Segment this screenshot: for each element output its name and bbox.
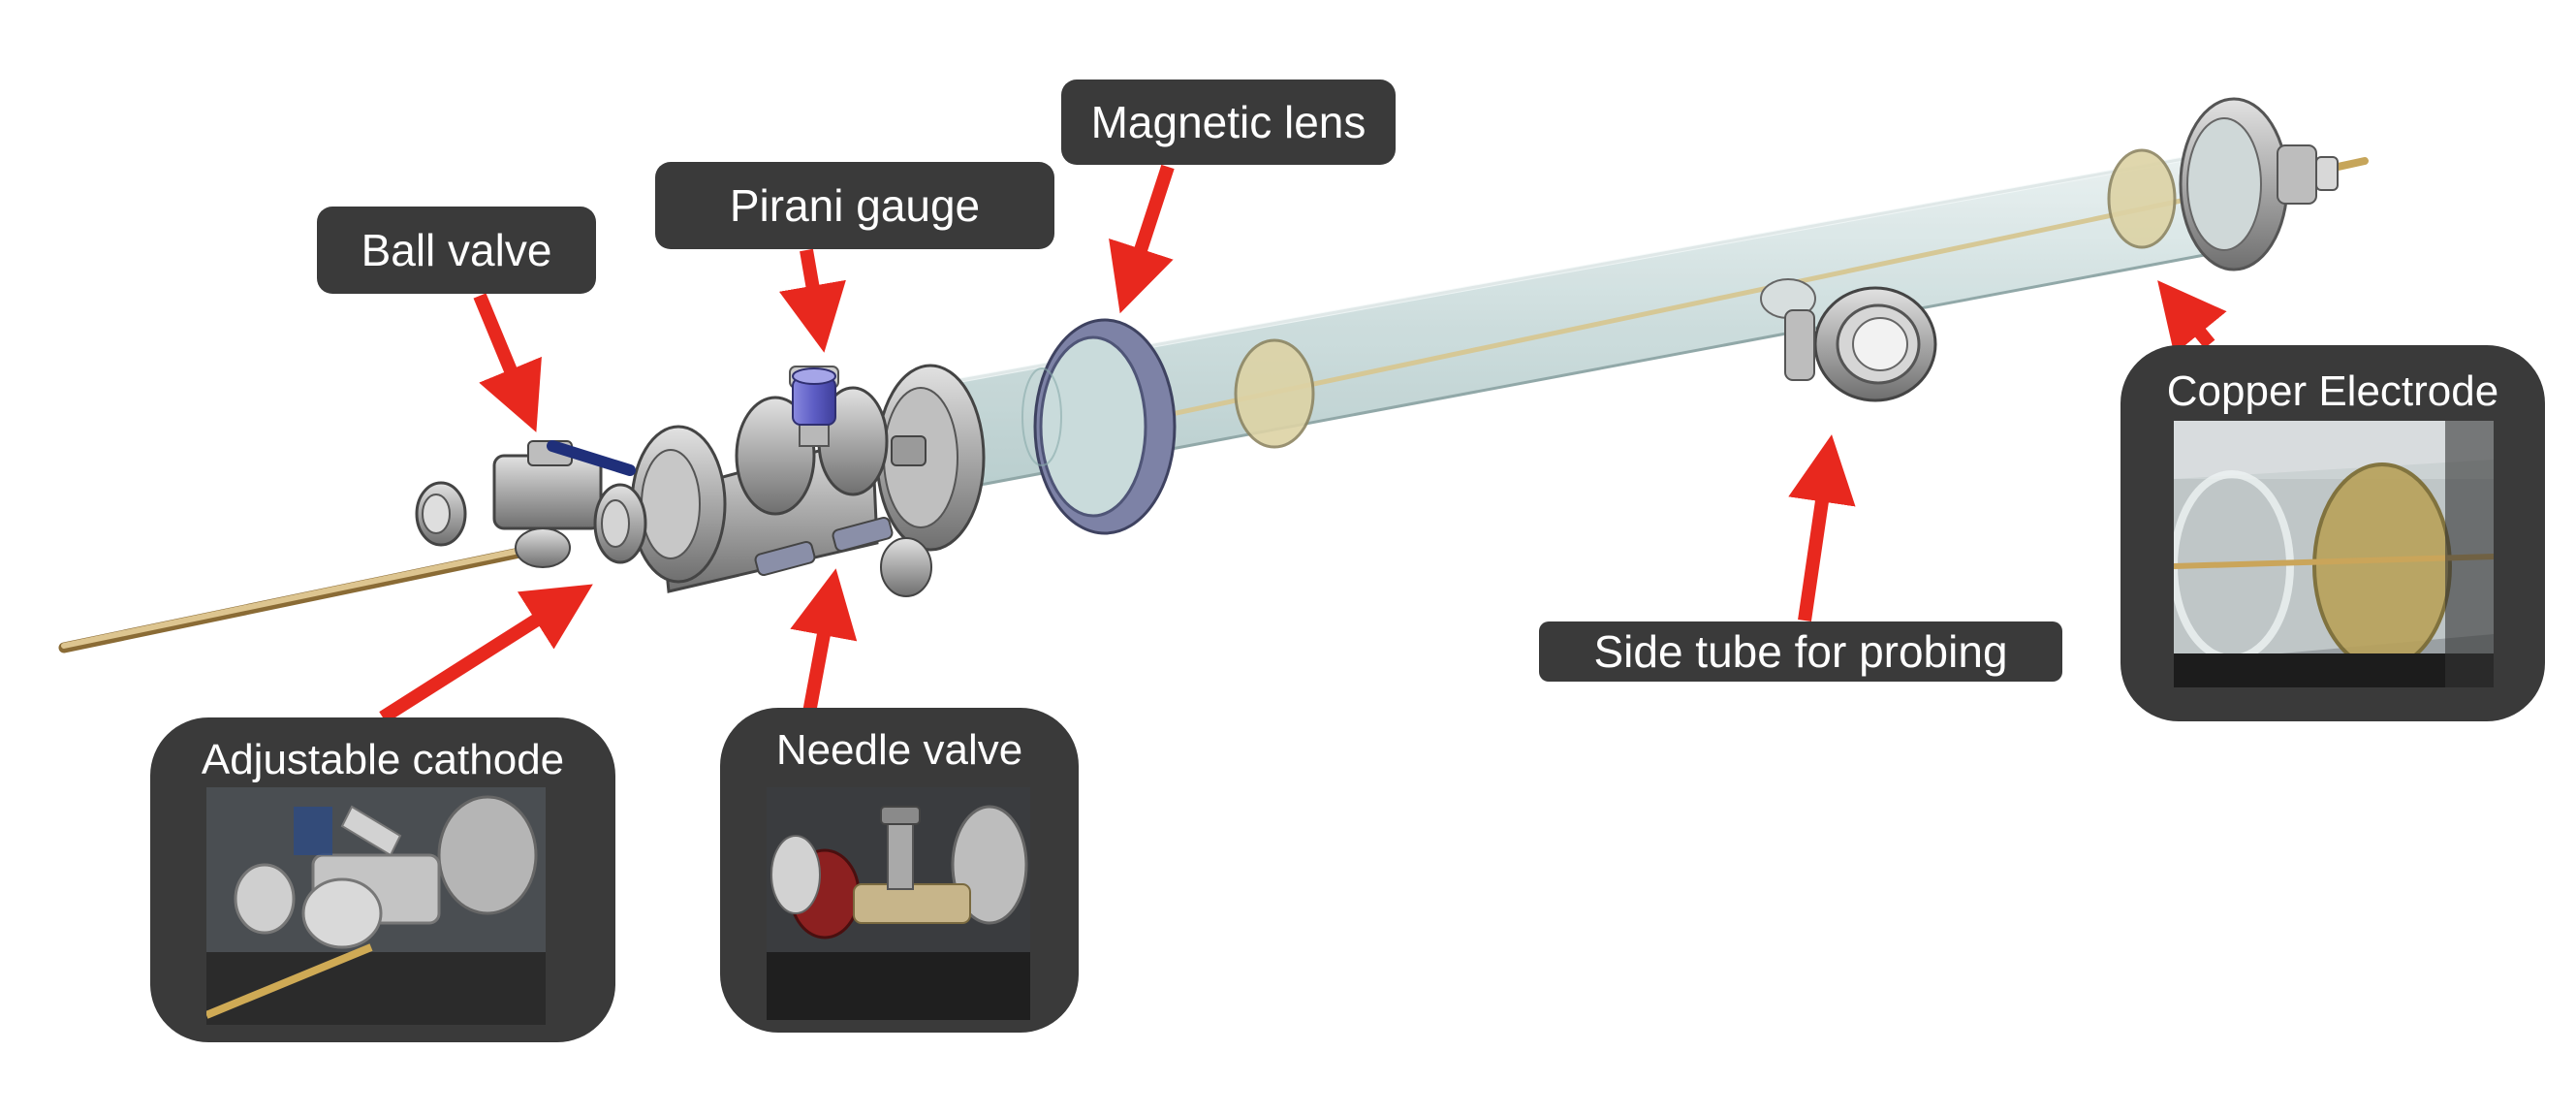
arrow-adjustable-cathode (379, 584, 593, 723)
card-copper-electrode: Copper Electrode (2120, 345, 2545, 721)
tube-start-flange (875, 364, 986, 552)
arrow-pirani-gauge (778, 248, 846, 353)
card-title-adjustable-cathode: Adjustable cathode (201, 736, 565, 783)
cathode-clamp (593, 483, 647, 564)
ball-valve-body (415, 440, 636, 568)
end-flange (2179, 97, 2339, 271)
card-title-needle-valve: Needle valve (775, 726, 1023, 774)
annotation-arrows (379, 164, 2227, 723)
pirani-gauge-body (789, 366, 839, 447)
label-pirani-gauge: Pirani gauge (655, 162, 1054, 249)
card-adjustable-cathode: Adjustable cathode (150, 717, 615, 1042)
card-title-copper-electrode: Copper Electrode (2166, 367, 2499, 415)
arrow-copper-electrode (2157, 280, 2227, 355)
arrow-side-tube (1788, 434, 1856, 622)
arrow-ball-valve (473, 293, 542, 432)
label-magnetic-lens: Magnetic lens (1061, 80, 1396, 165)
label-ball-valve: Ball valve (317, 207, 596, 294)
needle-valve-photo (767, 787, 1030, 1020)
arrow-magnetic-lens (1109, 164, 1175, 314)
copper-electrode-photo (2174, 421, 2494, 687)
label-side-tube: Side tube for probing (1539, 621, 2062, 682)
glass-tube (943, 148, 2369, 492)
cathode-rod (58, 542, 549, 653)
adjustable-cathode-photo (206, 787, 546, 1025)
arrow-needle-valve (790, 568, 858, 715)
magnetic-lens-ring (1021, 318, 1177, 535)
card-needle-valve: Needle valve (720, 708, 1079, 1033)
side-tube-clamp (1760, 278, 1937, 402)
